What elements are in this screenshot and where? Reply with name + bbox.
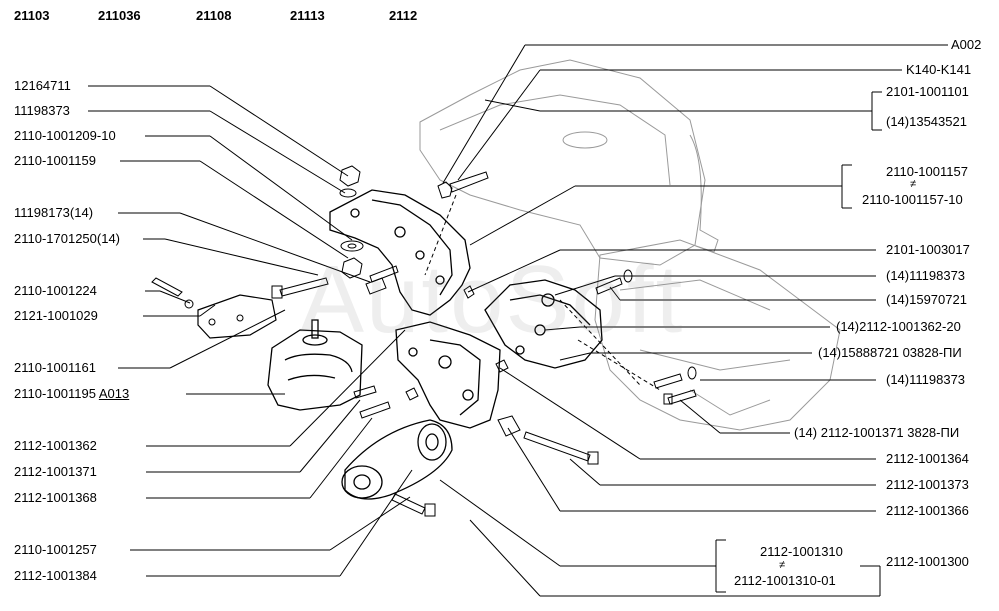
model-label: 21108 (196, 8, 232, 23)
model-label: 21103 (14, 8, 50, 23)
part-label: (14)11198373 (886, 372, 966, 387)
mount-plate (197, 294, 277, 339)
engine-block-outline (419, 59, 841, 431)
part-label: 2112-1001368 (14, 490, 97, 505)
part-number: 2110-1001195 (14, 386, 96, 401)
part-label: 2110-1001161 (14, 360, 96, 375)
neq-symbol: ≠ (779, 559, 786, 571)
part-label: (14)13543521 (886, 114, 967, 129)
left-engine-mount (267, 319, 363, 411)
center-bracket (395, 321, 501, 429)
leader-lines-right (439, 44, 948, 597)
bolts-right (463, 269, 697, 405)
part-label: 2112-1001366 (886, 503, 969, 518)
part-label: 2110-1701250(14) (14, 231, 121, 246)
model-label: 2112 (389, 8, 418, 23)
part-label: 2112-1001371 (14, 464, 97, 479)
part-label: 2112-1001373 (886, 477, 969, 492)
part-label: (14)15970721 (886, 292, 967, 307)
part-label: 2110-1001157-10 (862, 192, 963, 207)
part-label: 2112-1001362 (14, 438, 97, 453)
leader-lines-left (88, 85, 413, 577)
part-label: 2112-1001384 (14, 568, 97, 583)
part-label: 2110-1001195 A013 (14, 387, 129, 401)
model-label: 211036 (98, 8, 141, 23)
part-label: 2112-1001310 (760, 544, 843, 559)
part-label: 2112-1001310-01 (734, 573, 836, 588)
part-label: (14) 2112-1001371 3828-ПИ (794, 425, 960, 440)
part-label: 2121-1001029 (14, 308, 98, 323)
part-label: 2112-1001300 (886, 554, 969, 569)
part-label: (14)11198373 (886, 268, 966, 283)
model-label: 21113 (290, 8, 325, 23)
part-label: 11198173(14) (14, 205, 94, 220)
assembly-dash-lines (424, 194, 661, 391)
part-label: A002 (951, 37, 982, 52)
fasteners-top (339, 165, 489, 279)
part-label: 12164711 (14, 78, 71, 93)
part-label: K140-K141 (906, 62, 972, 77)
right-bracket (484, 279, 603, 369)
part-label: 2110-1001257 (14, 542, 97, 557)
part-label: 2110-1001224 (14, 283, 97, 298)
fasteners-lower (353, 359, 599, 517)
part-code: A013 (98, 386, 130, 401)
part-label: 2112-1001364 (886, 451, 969, 466)
part-label: 11198373 (14, 103, 70, 118)
part-label: (14)2112-1001362-20 (836, 319, 961, 334)
part-label: 2101-1001101 (886, 84, 969, 99)
part-label: 2110-1001209-10 (14, 128, 116, 143)
bolts-left (151, 265, 399, 309)
neq-symbol: ≠ (910, 178, 917, 190)
part-label: 2110-1001159 (14, 153, 96, 168)
upper-bracket (329, 189, 471, 316)
lower-mount (341, 419, 453, 500)
part-label: (14)15888721 03828-ПИ (818, 345, 962, 360)
part-label: 2101-1003017 (886, 242, 970, 257)
part-label: 2110-1001157 (886, 164, 968, 179)
